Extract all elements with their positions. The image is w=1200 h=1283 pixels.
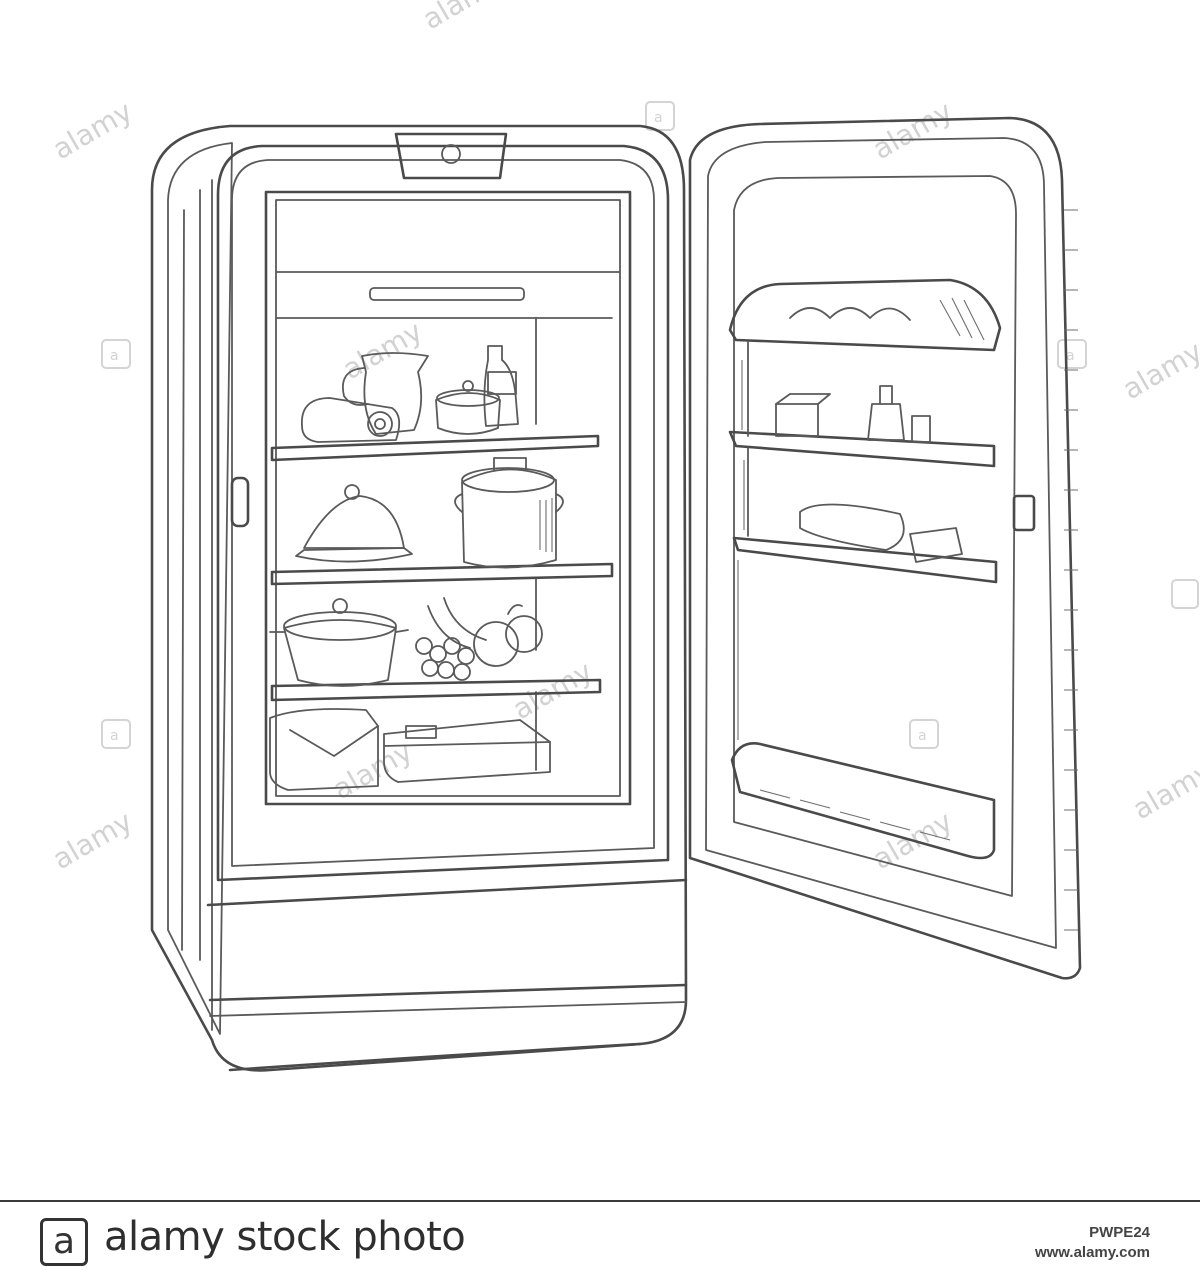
butter-box	[775, 403, 819, 437]
refrigerator-illustration: alamy alamy alamy alamy alamy alamy alam…	[47, 0, 1200, 1072]
watermark-logo-glyph: a	[654, 110, 663, 126]
watermark-text: alamy	[1127, 755, 1200, 827]
watermark-logo	[101, 339, 131, 369]
apple	[473, 621, 519, 667]
fridge-glass-door	[216, 132, 670, 882]
watermark-logo	[1057, 339, 1087, 369]
bananas	[427, 605, 471, 649]
watermark-text: alamy	[47, 95, 138, 167]
watermark-layer: alamy alamy alamy alamy alamy alamy alam…	[47, 0, 1200, 876]
shelf-items	[269, 345, 564, 791]
shelf	[270, 562, 614, 586]
watermark-text: alamy	[867, 95, 958, 167]
fridge-interior-window	[264, 190, 632, 806]
sauce-bottle	[483, 345, 519, 427]
fridge-body	[150, 124, 688, 1072]
watermark-text: alamy	[1117, 335, 1200, 407]
footer-divider	[0, 1200, 1200, 1202]
watermark-text: alamy	[417, 0, 508, 36]
covered-dish	[435, 392, 501, 435]
oil-bottle	[867, 403, 905, 441]
sauce-pan	[283, 619, 397, 687]
door-shelf	[728, 430, 996, 468]
watermark-logo-glyph: a	[110, 348, 119, 364]
watermark-logo	[101, 719, 131, 749]
stock-pot	[461, 468, 557, 569]
watermark-logo-glyph: a	[1066, 348, 1075, 364]
watermark-text: alamy	[337, 315, 428, 387]
door-latch	[1012, 494, 1036, 532]
watermark-logo	[909, 719, 939, 749]
door-shelf	[732, 536, 998, 584]
cloche-dish	[303, 495, 405, 549]
egg-tray	[728, 278, 1002, 352]
alamy-logo-icon: a	[40, 1218, 88, 1266]
image-id: PWPE24	[1089, 1224, 1150, 1241]
cheese-wedge	[909, 527, 963, 563]
fridge-handle	[230, 476, 250, 528]
watermark-text: alamy	[47, 805, 138, 877]
shelf	[270, 678, 602, 702]
brand-text: alamy stock photo	[104, 1214, 466, 1260]
shelf	[270, 434, 600, 462]
stock-photo-footer: a alamy stock photo PWPE24 www.alamy.com	[0, 1200, 1200, 1283]
sausage	[799, 503, 905, 551]
food-box	[383, 719, 551, 783]
door-bottom-bin	[730, 742, 996, 860]
watermark-logo	[1171, 579, 1199, 609]
fridge-open-door	[688, 116, 1082, 980]
watermark-logo	[645, 101, 675, 131]
watermark-text: alamy	[507, 655, 598, 727]
grapes	[415, 637, 475, 681]
fridge-top-light	[394, 132, 508, 180]
bread-loaf	[301, 397, 401, 443]
site-url: www.alamy.com	[1034, 1244, 1150, 1261]
orange	[505, 615, 543, 653]
watermark-logo-glyph: a	[110, 728, 119, 744]
milk-jug	[361, 352, 429, 435]
watermark-logo-glyph: a	[918, 728, 927, 744]
small-bottle	[911, 415, 931, 443]
